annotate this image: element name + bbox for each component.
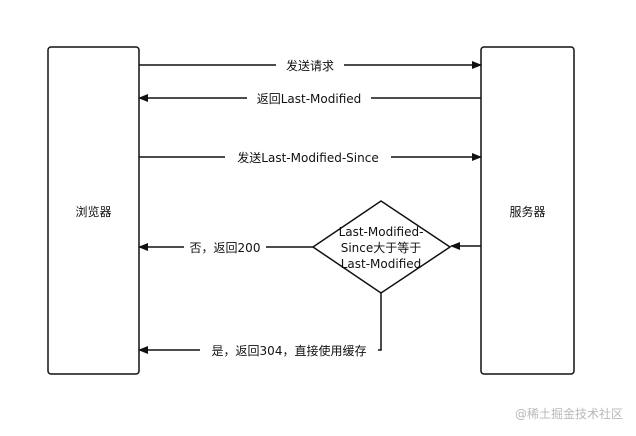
server-node: 服务器 xyxy=(480,46,575,375)
label-no-return-200: 否，返回200 xyxy=(190,241,261,255)
label-bg xyxy=(184,239,266,255)
label-bg xyxy=(200,342,378,358)
label-send-request: 发送请求 xyxy=(286,58,334,73)
server-box xyxy=(480,46,575,375)
watermark-text: @稀土掘金技术社区 xyxy=(515,406,623,421)
label-bg xyxy=(225,149,391,165)
browser-node: 浏览器 xyxy=(47,46,140,375)
edge-send-request: 发送请求 xyxy=(139,57,482,73)
edge-send-if-modified-since: 发送Last-Modified-Since xyxy=(139,149,482,165)
label-yes-return-304: 是，返回304，直接使用缓存 xyxy=(212,343,367,358)
edge-return-last-modified: 返回Last-Modified xyxy=(138,90,481,106)
arrow-yes-return-304 xyxy=(138,293,382,354)
label-return-last-modified: 返回Last-Modified xyxy=(257,92,362,106)
decision-line-2: Since大于等于 xyxy=(341,241,422,255)
decision-node: Last-Modified- Since大于等于 Last-Modified xyxy=(311,200,452,294)
label-send-if-modified-since: 发送Last-Modified-Since xyxy=(237,150,378,165)
decision-line-1: Last-Modified- xyxy=(339,225,424,239)
server-label: 服务器 xyxy=(509,204,545,219)
label-bg xyxy=(276,57,344,73)
edge-no-return-200: 否，返回200 xyxy=(138,239,313,255)
browser-box xyxy=(47,46,140,375)
label-bg xyxy=(247,90,371,106)
decision-line-3: Last-Modified xyxy=(341,257,422,271)
browser-label: 浏览器 xyxy=(75,204,111,219)
edge-yes-return-304: 是，返回304，直接使用缓存 xyxy=(138,293,382,358)
